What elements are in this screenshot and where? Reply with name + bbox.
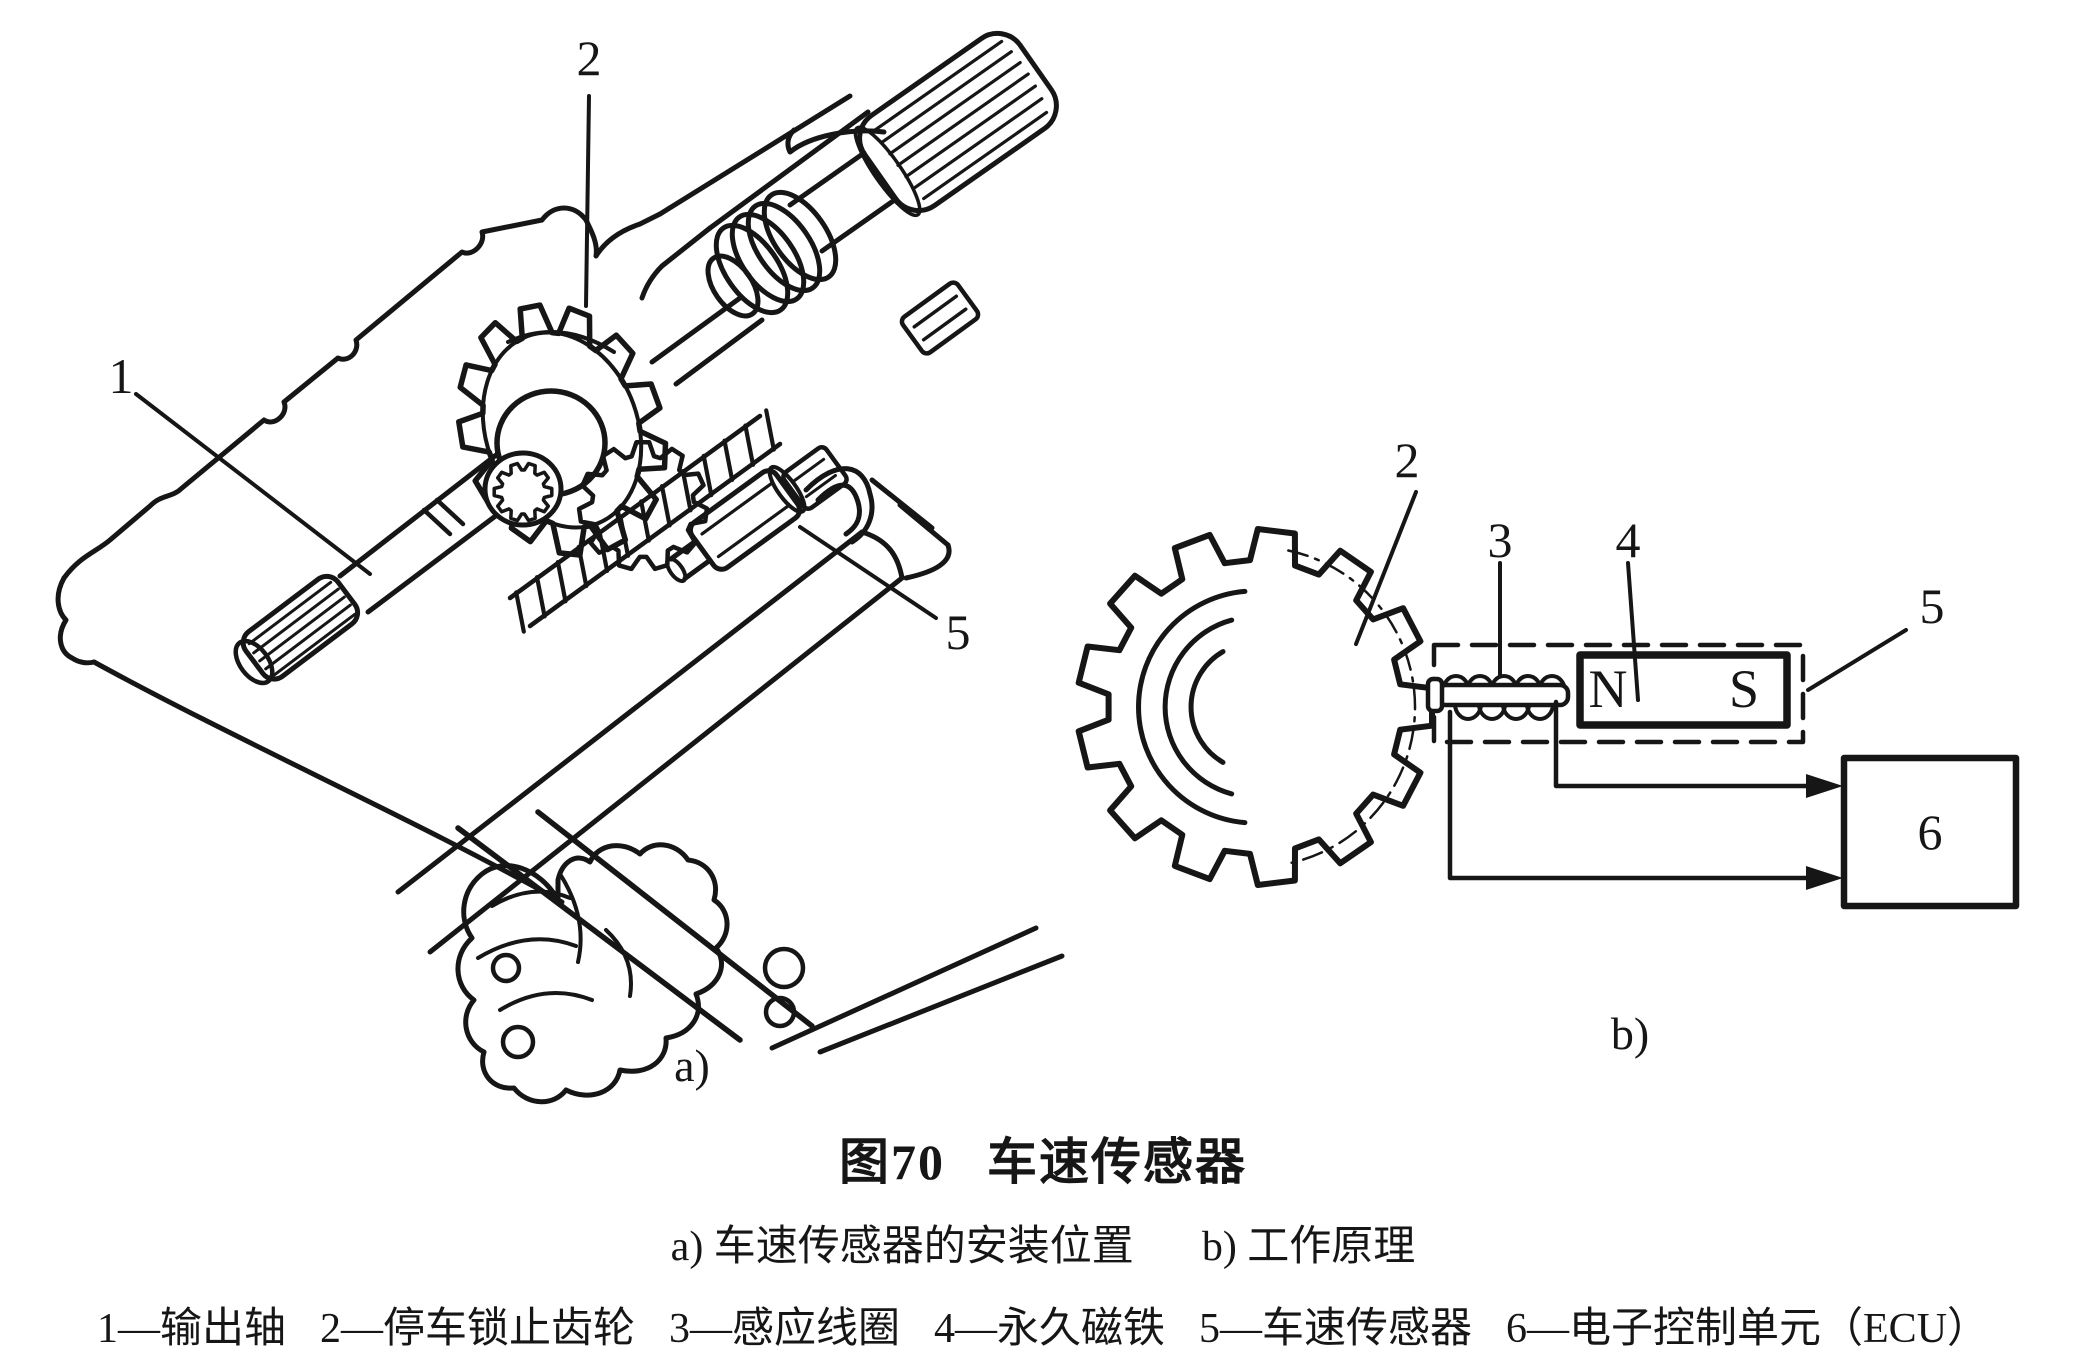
mount-hole-2	[500, 1024, 536, 1060]
panel-b-label: b)	[1610, 1008, 1650, 1059]
permanent-magnet	[1576, 651, 1791, 729]
legend-item: 6—电子控制单元（ECU）	[1506, 1306, 1990, 1352]
magnet-south-label: S	[1728, 659, 1760, 719]
housing-inner-edge	[639, 225, 713, 301]
ecu-box	[1840, 754, 2020, 910]
transmission-housing-drawing	[55, 93, 1065, 1055]
tube-right-line-2	[897, 502, 951, 548]
bottom-shaft-line-1	[769, 925, 1039, 1051]
callout-2-parking-gear-b: 2	[1394, 432, 1420, 488]
callout-6-ecu: 6	[1917, 804, 1943, 860]
bottom-boss-ring-1	[762, 946, 806, 990]
housing-top-contour	[61, 205, 663, 581]
leader-callout-2b	[1354, 490, 1418, 646]
legend-item: 2—停车锁止齿轮	[319, 1306, 635, 1352]
arrowhead-upper	[1806, 774, 1843, 798]
driveshaft-assembly	[649, 30, 1059, 387]
mount-strap-2	[535, 809, 815, 1029]
mount-hole-1	[490, 952, 522, 984]
boot-bellows	[705, 189, 839, 319]
splined-sleeve	[853, 30, 1059, 218]
legend-item: 5—车速传感器	[1199, 1306, 1473, 1352]
lower-tube-cap	[859, 529, 905, 581]
wire-upper	[1553, 699, 1831, 789]
arrowhead-lower	[1806, 866, 1843, 890]
shaft-collar-rings	[421, 497, 466, 537]
leader-callout-1a	[134, 392, 372, 576]
magnet-north-label: N	[1588, 659, 1628, 719]
leader-callout-5b	[1806, 628, 1908, 692]
shaft-neck-to-gear	[649, 295, 765, 387]
schematic-gear	[1075, 526, 1435, 888]
tube-right-cap	[903, 542, 952, 581]
mount-detail-arcs	[476, 872, 633, 1012]
worm-spiral-twists	[514, 408, 776, 634]
speed-sensor-drawing	[665, 445, 875, 584]
sensor-flange	[781, 445, 849, 511]
subcaption-b: b) 工作原理	[1201, 1224, 1416, 1270]
parking-lock-gear-drawing	[456, 302, 669, 558]
wire-lower	[1447, 709, 1831, 881]
mount-outline	[455, 842, 730, 1105]
legend-item: 3—感应线圈	[668, 1306, 900, 1352]
bottom-shaft-line-2	[817, 953, 1065, 1055]
callout-5-speed-sensor-b: 5	[1919, 578, 1945, 634]
lower-tube-edge-2	[427, 575, 905, 955]
figure-subcaption: a) 车速传感器的安装位置 b) 工作原理	[0, 1212, 2086, 1273]
housing-lower-contour	[91, 659, 565, 905]
shaft-splined-tip	[240, 573, 361, 682]
legend-item: 4—永久磁铁	[934, 1306, 1166, 1352]
callout-3-induction-coil: 3	[1487, 512, 1513, 568]
leader-callout-4b	[1626, 561, 1640, 702]
tailhousing-edge-1	[657, 93, 853, 217]
callout-5-speed-sensor-a: 5	[945, 604, 971, 660]
sensor-cable	[803, 466, 875, 545]
subcaption-a: a) 车速传感器的安装位置	[670, 1224, 1134, 1270]
mount-strap-1	[455, 825, 743, 1043]
worm-edge-1	[507, 413, 763, 601]
figure-legend: 1—输出轴 2—停车锁止齿轮 3—感应线圈 4—永久磁铁 5—车速传感器 6—电子控制单元…	[0, 1294, 2086, 1355]
housing-bracket	[899, 280, 981, 356]
worm-edge-2	[527, 441, 783, 629]
yoke-hook	[785, 127, 887, 155]
legend-item: 1—输出轴	[96, 1306, 286, 1352]
induction-coil	[1425, 674, 1571, 721]
signal-wires	[1447, 699, 1843, 890]
figure-number: 图70	[839, 1134, 945, 1190]
leader-callout-2a	[584, 94, 591, 308]
lower-tube-edge-1	[395, 529, 865, 895]
figure-title: 车速传感器	[987, 1134, 1247, 1190]
gear-face-arc	[506, 330, 616, 354]
callout-4-magnet: 4	[1615, 512, 1641, 568]
sensor-driven-gear	[576, 440, 710, 572]
speedometer-worm	[507, 408, 783, 634]
leader-callout-5a	[798, 525, 938, 620]
panel-a-label: a)	[674, 1040, 710, 1091]
callout-1-output-shaft: 1	[108, 348, 134, 404]
shaft-tip-cap	[233, 638, 275, 686]
panel-b-leader-lines	[1354, 490, 1908, 702]
mount-blob	[455, 809, 815, 1105]
panel-a-leader-lines	[134, 94, 938, 620]
housing-torn-edge	[55, 575, 97, 666]
figure-caption-title: 图70 车速传感器	[0, 1122, 2086, 1194]
callout-2-parking-gear-a: 2	[576, 30, 602, 86]
shaft-line-upper	[337, 449, 503, 579]
sensor-body	[665, 464, 807, 584]
